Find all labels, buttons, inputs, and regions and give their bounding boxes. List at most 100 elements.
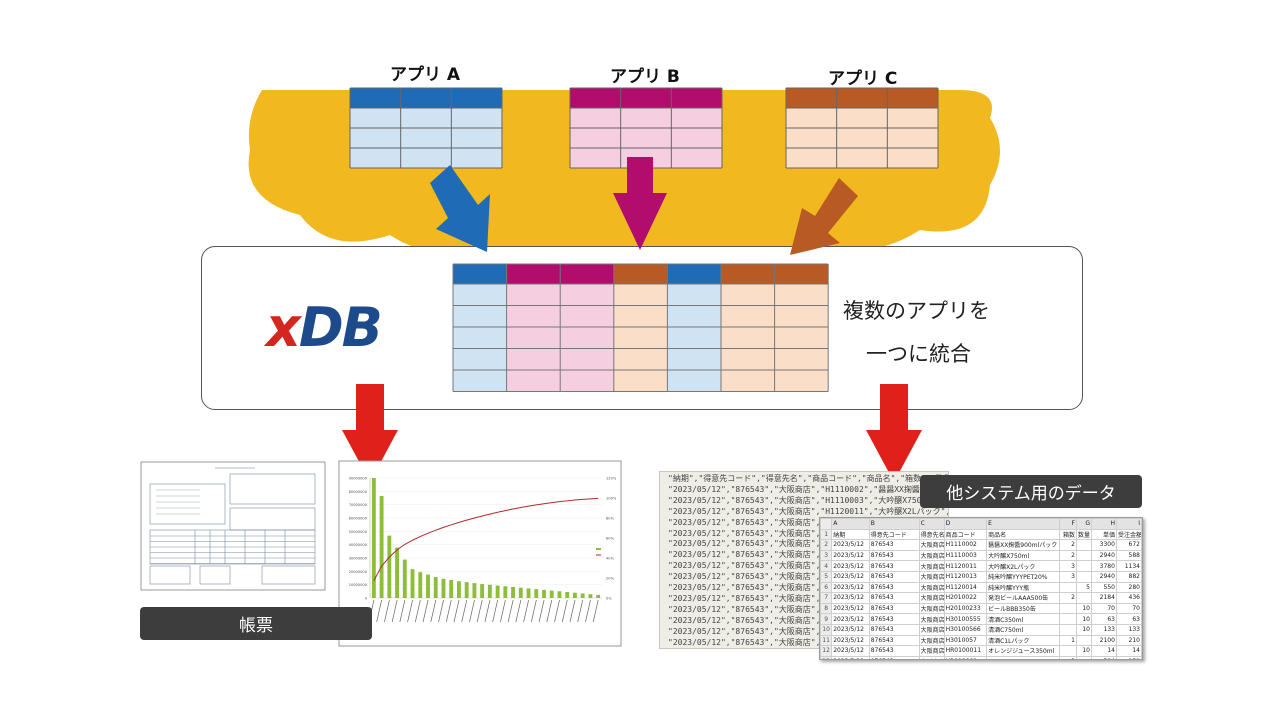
spreadsheet-cell[interactable]: 3780 — [1090, 560, 1117, 572]
spreadsheet-cell[interactable]: 550 — [1090, 581, 1117, 594]
spreadsheet-cell[interactable]: 大阪商店 — [918, 623, 945, 636]
spreadsheet-cell[interactable]: 6 — [820, 581, 833, 594]
spreadsheet-cell[interactable]: 2023/5/12 — [831, 549, 870, 562]
spreadsheet-cell[interactable]: 2023/5/12 — [831, 592, 870, 604]
spreadsheet-cell[interactable]: 醤醤XX掬醬900mlパック — [986, 539, 1060, 551]
spreadsheet-cell[interactable]: B — [868, 518, 920, 530]
spreadsheet-cell[interactable]: 2 — [1058, 549, 1078, 562]
spreadsheet-cell[interactable]: 151 — [1115, 655, 1142, 659]
spreadsheet-cell[interactable]: 商品名 — [986, 528, 1060, 541]
spreadsheet-cell[interactable]: 70 — [1115, 602, 1142, 615]
spreadsheet-cell[interactable] — [1076, 549, 1092, 562]
spreadsheet-cell[interactable]: 2023/5/12 — [831, 623, 870, 636]
spreadsheet-cell[interactable]: 清酒C750ml — [986, 623, 1060, 636]
spreadsheet-cell[interactable] — [1076, 539, 1092, 551]
spreadsheet-cell[interactable]: 受注金額 — [1115, 528, 1142, 541]
spreadsheet-cell[interactable] — [1076, 634, 1092, 647]
spreadsheet-cell[interactable]: H1110002 — [943, 539, 988, 551]
spreadsheet-cell[interactable]: H1110003 — [943, 549, 988, 562]
spreadsheet-cell[interactable]: 大阪商店 — [918, 570, 945, 583]
spreadsheet-cell[interactable]: 大阪商店 — [918, 602, 945, 615]
spreadsheet-cell[interactable]: 大阪商店 — [918, 645, 945, 657]
spreadsheet-cell[interactable]: 2023/5/12 — [831, 602, 870, 615]
spreadsheet-cell[interactable]: 210 — [1115, 634, 1142, 647]
spreadsheet-cell[interactable]: 10 — [1076, 602, 1092, 615]
spreadsheet-cell[interactable]: 4 — [820, 560, 833, 572]
spreadsheet-cell[interactable]: 発泡ビールAAA500缶 — [986, 592, 1060, 604]
spreadsheet-cell[interactable]: 672 — [1115, 539, 1142, 551]
spreadsheet-cell[interactable]: H1120011 — [943, 560, 988, 572]
spreadsheet-cell[interactable]: 3 — [1058, 655, 1078, 659]
spreadsheet-cell[interactable]: 1 — [820, 528, 833, 541]
spreadsheet-cell[interactable] — [1076, 655, 1092, 659]
spreadsheet-cell[interactable]: 7 — [820, 592, 833, 604]
spreadsheet-cell[interactable]: 5 — [1076, 581, 1092, 594]
spreadsheet-cell[interactable]: 納期 — [831, 528, 870, 541]
spreadsheet-cell[interactable]: 大阪商店 — [918, 549, 945, 562]
spreadsheet-cell[interactable]: 純米吟醸YYY瓶 — [986, 581, 1060, 594]
spreadsheet-cell[interactable]: HR012001 — [943, 655, 988, 659]
spreadsheet-cell[interactable] — [1076, 592, 1092, 604]
spreadsheet-cell[interactable]: 2023/5/12 — [831, 613, 870, 625]
spreadsheet-cell[interactable]: 3 — [820, 549, 833, 562]
spreadsheet-cell[interactable]: コーラ350ml — [986, 655, 1060, 659]
spreadsheet-cell[interactable]: 14 — [1115, 645, 1142, 657]
spreadsheet-cell[interactable]: 876543 — [868, 623, 920, 636]
spreadsheet-cell[interactable]: D — [943, 518, 988, 530]
spreadsheet-cell[interactable]: 9 — [820, 613, 833, 625]
spreadsheet-cell[interactable]: 1134 — [1115, 560, 1142, 572]
spreadsheet-cell[interactable]: 数量 — [1076, 528, 1092, 541]
spreadsheet-cell[interactable]: 2 — [1058, 592, 1078, 604]
spreadsheet-cell[interactable]: 876543 — [868, 602, 920, 615]
spreadsheet-cell[interactable]: 882 — [1115, 570, 1142, 583]
spreadsheet-cell[interactable]: 876543 — [868, 581, 920, 594]
spreadsheet-cell[interactable]: 商品コード — [943, 528, 988, 541]
spreadsheet-cell[interactable]: 3300 — [1090, 539, 1117, 551]
spreadsheet-cell[interactable]: H — [1090, 518, 1117, 530]
spreadsheet-cell[interactable]: I — [1115, 518, 1142, 530]
spreadsheet-cell[interactable]: 得意先名 — [918, 528, 945, 541]
spreadsheet-cell[interactable]: 876543 — [868, 539, 920, 551]
spreadsheet-cell[interactable]: 大吟醸X750ml — [986, 549, 1060, 562]
spreadsheet-cell[interactable]: 大阪商店 — [918, 613, 945, 625]
spreadsheet-cell[interactable]: G — [1076, 518, 1092, 530]
spreadsheet-cell[interactable]: 2023/5/12 — [831, 634, 870, 647]
spreadsheet-cell[interactable]: ビールBBB350缶 — [986, 602, 1060, 615]
spreadsheet-cell[interactable]: H30100555 — [943, 613, 988, 625]
spreadsheet-cell[interactable]: 11 — [820, 634, 833, 647]
spreadsheet-cell[interactable]: 5 — [820, 570, 833, 583]
spreadsheet-cell[interactable]: 2023/5/12 — [831, 570, 870, 583]
spreadsheet-cell[interactable]: H30100566 — [943, 623, 988, 636]
spreadsheet-cell[interactable]: H20100233 — [943, 602, 988, 615]
spreadsheet-cell[interactable]: 3 — [1058, 560, 1078, 572]
spreadsheet-cell[interactable]: 大阪商店 — [918, 634, 945, 647]
spreadsheet-cell[interactable]: H1120014 — [943, 581, 988, 594]
spreadsheet-cell[interactable]: 2023/5/12 — [831, 581, 870, 594]
spreadsheet-cell[interactable] — [1058, 613, 1078, 625]
spreadsheet-cell[interactable]: C — [918, 518, 945, 530]
spreadsheet-cell[interactable]: 2100 — [1090, 634, 1117, 647]
spreadsheet-cell[interactable]: H3010057 — [943, 634, 988, 647]
spreadsheet-cell[interactable]: 63 — [1090, 613, 1117, 625]
spreadsheet-cell[interactable]: 876543 — [868, 592, 920, 604]
spreadsheet-cell[interactable]: 2023/5/12 — [831, 655, 870, 659]
spreadsheet-cell[interactable]: H2010022 — [943, 592, 988, 604]
spreadsheet-cell[interactable]: 2023/5/12 — [831, 560, 870, 572]
spreadsheet-cell[interactable] — [1058, 645, 1078, 657]
spreadsheet-cell[interactable]: H1120013 — [943, 570, 988, 583]
spreadsheet-cell[interactable]: 436 — [1115, 592, 1142, 604]
spreadsheet-cell[interactable]: 2940 — [1090, 549, 1117, 562]
spreadsheet-cell[interactable]: 588 — [1115, 549, 1142, 562]
spreadsheet-cell[interactable]: A — [831, 518, 870, 530]
spreadsheet-cell[interactable]: F — [1058, 518, 1078, 530]
spreadsheet-cell[interactable]: 1 — [1058, 634, 1078, 647]
spreadsheet-cell[interactable]: 280 — [1115, 581, 1142, 594]
spreadsheet-cell[interactable]: 大阪商店 — [918, 592, 945, 604]
spreadsheet-cell[interactable]: 10 — [1076, 645, 1092, 657]
spreadsheet-cell[interactable]: 10 — [1076, 613, 1092, 625]
spreadsheet-cell[interactable]: 大阪商店 — [918, 539, 945, 551]
spreadsheet-cell[interactable]: 純米吟醸YYYPET20% — [986, 570, 1060, 583]
spreadsheet-cell[interactable]: 2023/5/12 — [831, 539, 870, 551]
spreadsheet-cell[interactable]: 2 — [1058, 539, 1078, 551]
spreadsheet-cell[interactable]: 大阪商店 — [918, 560, 945, 572]
